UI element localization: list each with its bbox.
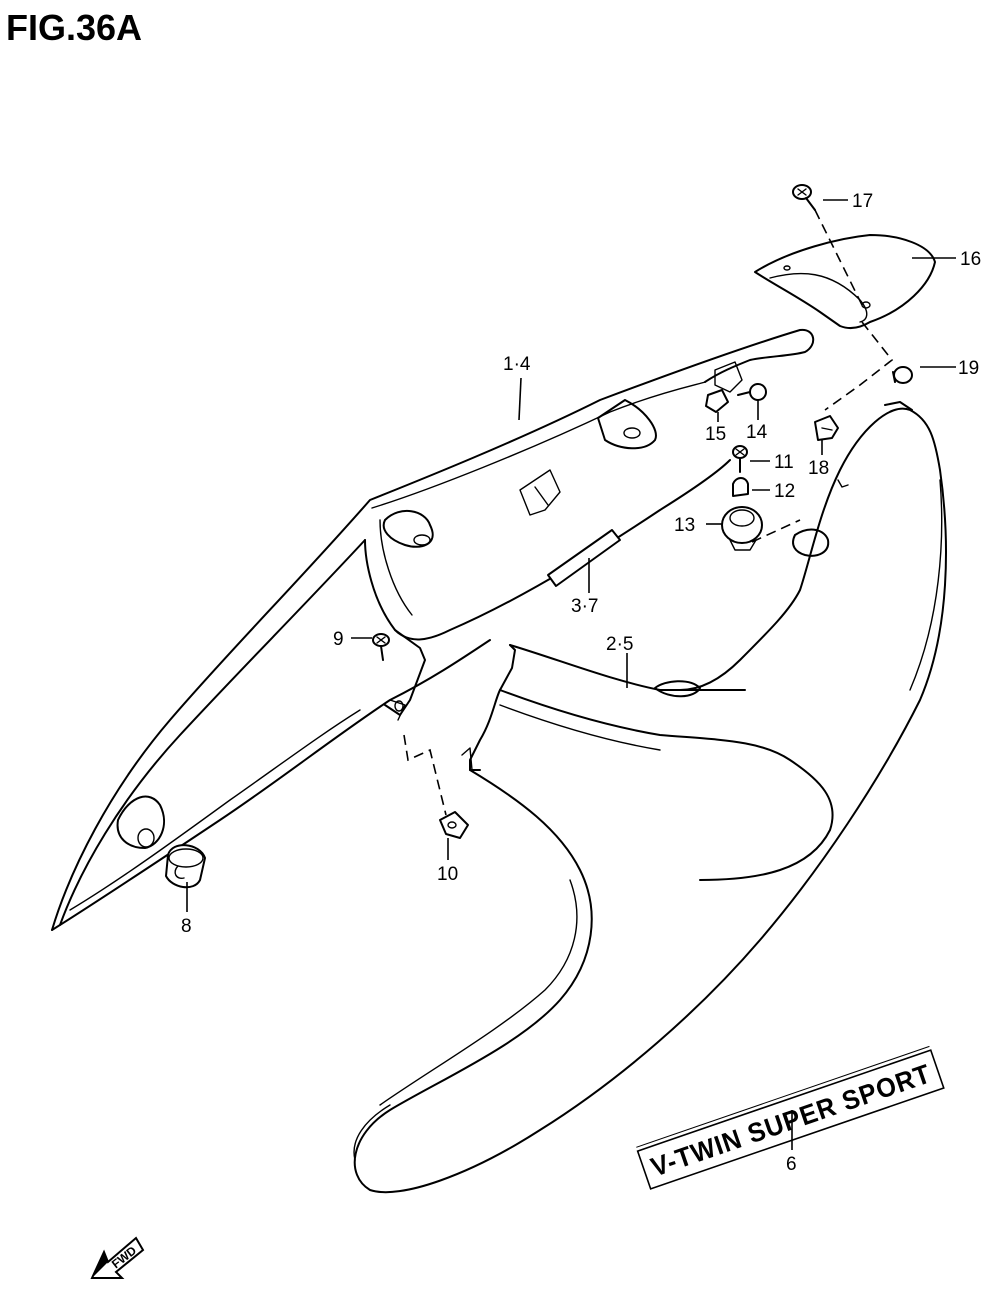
leader-lines bbox=[186, 199, 956, 1150]
callout-10: 10 bbox=[437, 864, 458, 885]
callout-16: 16 bbox=[960, 249, 981, 270]
fwd-arrow-icon: FWD bbox=[90, 1236, 145, 1279]
callout-17: 17 bbox=[852, 191, 873, 212]
callout-labels: 17 16 19 1·4 15 14 18 11 12 13 3·7 2·5 9… bbox=[181, 191, 981, 1175]
cushion-8 bbox=[165, 844, 206, 889]
clip-18 bbox=[814, 415, 839, 441]
rear-cap bbox=[754, 234, 936, 330]
callout-6: 6 bbox=[786, 1154, 797, 1175]
screw-14 bbox=[737, 383, 767, 401]
callout-15: 15 bbox=[705, 424, 726, 445]
screw-11 bbox=[732, 445, 748, 473]
nut-12 bbox=[732, 477, 749, 497]
assembly-dashed-lines bbox=[403, 209, 894, 816]
callout-8: 8 bbox=[181, 916, 192, 937]
callout-11: 11 bbox=[774, 452, 794, 473]
frame-cover-left bbox=[51, 328, 815, 931]
callout-14: 14 bbox=[746, 422, 768, 443]
figure-title: FIG.36A bbox=[6, 7, 142, 48]
callout-12: 12 bbox=[774, 481, 795, 502]
screw-9 bbox=[372, 633, 390, 661]
callout-18: 18 bbox=[808, 458, 829, 479]
callout-2-5: 2·5 bbox=[606, 634, 633, 655]
callout-13: 13 bbox=[674, 515, 695, 536]
callout-19: 19 bbox=[958, 358, 979, 379]
screw-17 bbox=[792, 184, 816, 211]
clip-15 bbox=[705, 389, 729, 413]
callout-3-7: 3·7 bbox=[571, 596, 598, 617]
frame-cover-right bbox=[353, 401, 947, 1194]
strip-3-7 bbox=[547, 529, 621, 587]
callout-9: 9 bbox=[333, 629, 344, 650]
callout-1-4: 1·4 bbox=[503, 354, 531, 375]
nut-10 bbox=[439, 811, 469, 839]
damper-13 bbox=[721, 506, 763, 551]
screw-19 bbox=[892, 366, 913, 384]
